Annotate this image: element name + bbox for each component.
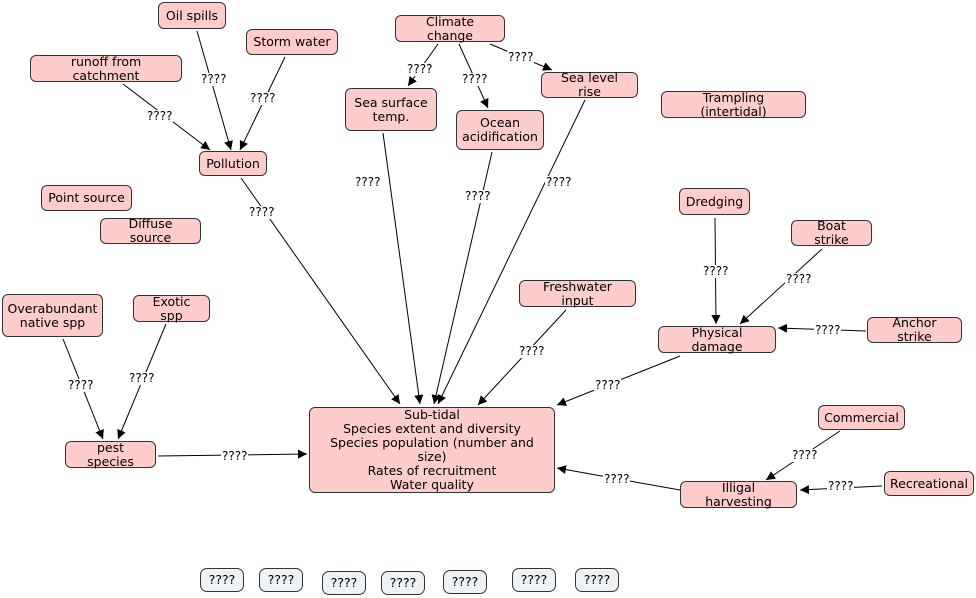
link-label-climate-ocean-acid: ???? (461, 72, 489, 86)
node-overabundant-native[interactable]: Overabundant native spp (2, 294, 103, 337)
blank-node-7[interactable]: ???? (575, 568, 619, 592)
link-label-freshwater-subtidal: ???? (518, 344, 546, 358)
link-label-sea-level-subtidal: ???? (545, 175, 573, 189)
node-boat-strike[interactable]: Boat strike (791, 219, 872, 247)
blank-node-6[interactable]: ???? (512, 568, 556, 592)
link-sea-level-subtidal (437, 99, 586, 405)
link-label-oil-spills: ???? (200, 72, 228, 86)
node-point-source[interactable]: Point source (41, 185, 132, 211)
link-label-recreational: ???? (827, 479, 855, 493)
link-label-climate-sea-level: ???? (507, 50, 535, 64)
blank-node-1[interactable]: ???? (200, 568, 244, 592)
link-label-anchor-strike: ???? (814, 323, 842, 337)
node-storm-water[interactable]: Storm water (246, 29, 338, 55)
node-subtidal[interactable]: Sub-tidal Species extent and diversity S… (309, 407, 555, 493)
node-diffuse-source[interactable]: Diffuse source (100, 217, 201, 245)
node-recreational[interactable]: Recreational (884, 471, 974, 496)
node-pollution[interactable]: Pollution (199, 151, 267, 176)
node-illegal-harvesting[interactable]: Illigal harvesting (680, 480, 797, 508)
node-runoff[interactable]: runoff from catchment (30, 54, 182, 82)
node-commercial[interactable]: Commercial (818, 405, 905, 430)
link-label-dredging: ???? (702, 264, 730, 278)
blank-node-5[interactable]: ???? (443, 570, 487, 594)
link-label-boat-strike: ???? (785, 272, 813, 286)
link-label-physical-damage-subtidal: ???? (594, 378, 622, 392)
link-label-exotic: ???? (128, 371, 156, 385)
node-anchor-strike[interactable]: Anchor strike (867, 316, 962, 344)
link-label-storm-water: ???? (249, 91, 277, 105)
link-label-commercial: ???? (791, 448, 819, 462)
blank-node-4[interactable]: ???? (381, 571, 425, 595)
node-trampling[interactable]: Trampling (intertidal) (661, 90, 806, 118)
node-dredging[interactable]: Dredging (679, 188, 750, 215)
node-pest-species[interactable]: pest species (65, 440, 156, 468)
link-label-pest-subtidal: ???? (221, 449, 249, 463)
link-sea-surface-subtidal (382, 132, 424, 405)
link-oil-spills-pollution (196, 30, 233, 151)
node-sea-level-rise[interactable]: Sea level rise (541, 71, 638, 99)
blank-node-2[interactable]: ???? (259, 568, 303, 592)
node-freshwater-input[interactable]: Freshwater input (519, 279, 636, 307)
node-ocean-acidification[interactable]: Ocean acidification (456, 110, 544, 150)
link-label-climate-sea-surface: ???? (406, 62, 434, 76)
link-label-illegal-subtidal: ???? (603, 472, 631, 486)
node-oil-spills[interactable]: Oil spills (158, 2, 226, 29)
link-label-runoff: ???? (146, 109, 174, 123)
link-label-pollution-subtidal: ???? (248, 205, 276, 219)
node-exotic-spp[interactable]: Exotic spp (133, 294, 210, 322)
link-boat-strike-physical-damage (739, 248, 823, 325)
link-label-ocean-acid-subtidal: ???? (464, 189, 492, 203)
link-label-overabundant: ???? (67, 378, 95, 392)
link-label-sea-surface-subtidal: ???? (354, 175, 382, 189)
node-climate-change[interactable]: Climate change (395, 14, 505, 42)
node-physical-damage[interactable]: Physical damage (658, 325, 776, 353)
node-sea-surface-temp[interactable]: Sea surface temp. (345, 88, 437, 131)
blank-node-3[interactable]: ???? (322, 571, 366, 595)
